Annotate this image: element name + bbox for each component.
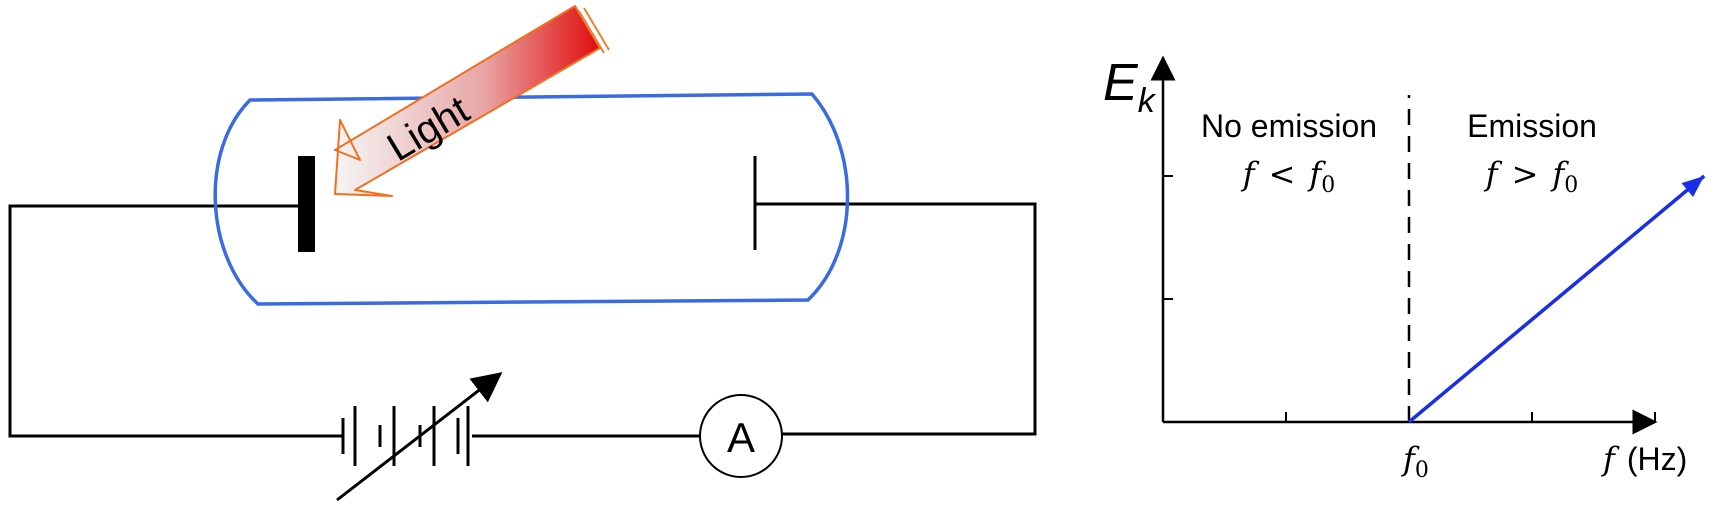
series-line [1407,174,1706,424]
right-wire [755,202,1037,436]
cathode-plate [298,156,315,252]
region-title: No emission [1201,108,1377,144]
region-emission: Emission f>f0 [1467,108,1597,198]
y-axis-label: Ek [1103,54,1157,120]
series-arrowhead [1681,176,1705,197]
variable-battery [336,372,503,502]
threshold-tick-label: f0 [1401,440,1429,483]
y-ticks [1163,175,1173,300]
region-no-emission: No emission f<f0 [1201,108,1377,198]
region-title: Emission [1467,108,1597,144]
series-layer [1407,174,1706,424]
x-axis-label: f(Hz) [1601,440,1687,478]
x-ticks [1285,412,1656,422]
ek-vs-frequency-graph: Ek f(Hz) f0 No emission f<f0 Emission f>… [1103,54,1706,483]
circuit-diagram: Light A [8,5,1037,502]
region-condition: f>f0 [1484,155,1579,198]
light-arrow: Light [334,5,610,197]
ammeter: A [699,394,783,478]
left-wire [8,204,343,438]
ammeter-label: A [727,414,755,461]
vacuum-tube [213,92,850,306]
region-condition: f<f0 [1241,155,1336,198]
variable-arrow [336,372,503,502]
